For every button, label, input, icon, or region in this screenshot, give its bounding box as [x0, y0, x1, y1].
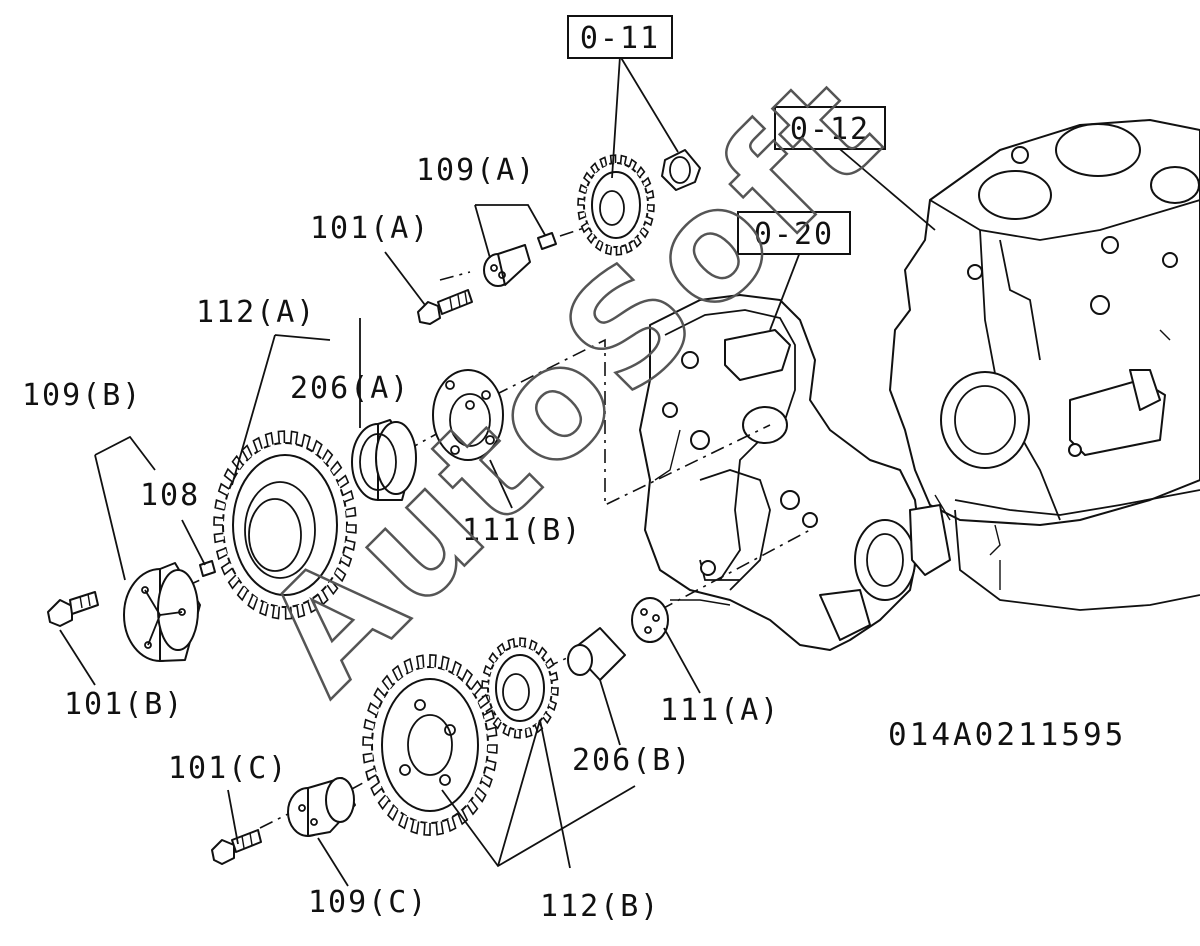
bolt-101b — [47, 591, 99, 627]
label-206b: 206(B) — [572, 743, 692, 778]
gear-112a — [222, 442, 348, 608]
label-108: 108 — [140, 478, 200, 513]
label-109c: 109(C) — [308, 885, 428, 920]
label-101a: 101(A) — [310, 211, 430, 246]
pin-108 — [199, 560, 216, 577]
ref-0-12-text: 0-12 — [790, 112, 870, 147]
drawing-code: 014A0211595 — [888, 717, 1126, 753]
gear-teeth-path — [362, 654, 498, 836]
gear-teeth-3 — [362, 654, 498, 836]
label-206a: 206(A) — [290, 371, 410, 406]
gear-teeth-0 — [577, 154, 655, 256]
washer-111a — [631, 597, 669, 643]
ref-0-11-text: 0-11 — [580, 21, 660, 56]
label-111a: 111(A) — [660, 693, 780, 728]
bushing-206a — [351, 419, 417, 501]
label-112a: 112(A) — [196, 295, 316, 330]
hub-109b — [123, 562, 201, 662]
gear-teeth-path — [577, 154, 655, 256]
label-109a: 109(A) — [416, 153, 536, 188]
label-109b: 109(B) — [22, 378, 142, 413]
bolt-101a — [417, 289, 473, 325]
bolt-101c — [211, 829, 262, 865]
ref-0-20-text: 0-20 — [754, 217, 834, 252]
gear-teeth-1 — [213, 430, 357, 620]
label-101c: 101(C) — [168, 751, 288, 786]
bushing-206b — [567, 627, 626, 681]
leader-lines — [59, 55, 936, 887]
ref-box-0-12[interactable]: 0-12 — [774, 106, 886, 150]
ref-box-0-11[interactable]: 0-11 — [567, 15, 673, 59]
label-111b: 111(B) — [462, 513, 582, 548]
gear-teeth-path — [213, 430, 357, 620]
shaft-109c — [287, 777, 356, 837]
gear-case-plate — [639, 294, 951, 651]
idler-shaft-109a — [483, 232, 557, 287]
gear-0-11 — [583, 149, 701, 248]
part-labels: 109(A) 101(A) 112(A) 109(B) 206(A) 108 1… — [22, 153, 780, 924]
label-112b: 112(B) — [540, 889, 660, 924]
ref-box-0-20[interactable]: 0-20 — [737, 211, 851, 255]
engine-block — [889, 119, 1200, 611]
thrust-plate-111b — [432, 369, 504, 461]
label-101b: 101(B) — [64, 687, 184, 722]
gear-112b-small — [487, 645, 553, 731]
